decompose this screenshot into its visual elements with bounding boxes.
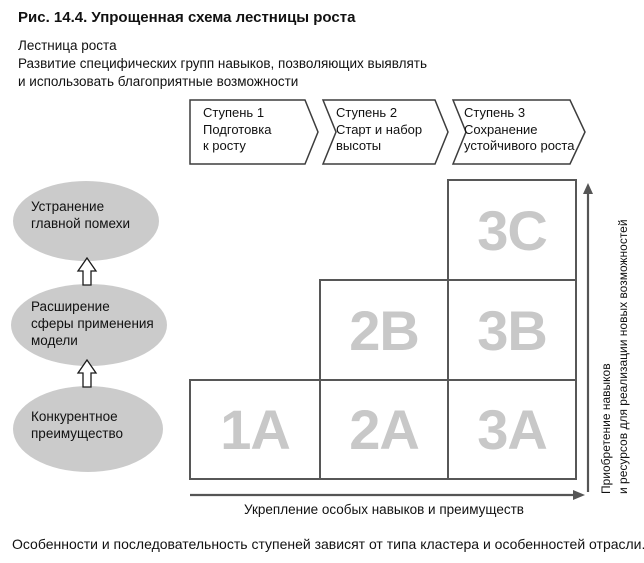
cell-3A-box [447, 379, 577, 480]
stage-banner-2: Ступень 2 Старт и набор высоты [336, 105, 422, 155]
ellipse-text-line: Конкурентное [31, 409, 118, 424]
subtitle-line: и использовать благоприятные возможности [18, 74, 299, 89]
matrix-grid [189, 179, 577, 480]
y-axis-label: Приобретение навыков и ресурсов для реал… [598, 182, 632, 494]
stage-banners [189, 99, 586, 165]
y-axis-label-line: и ресурсов для реализации новых возможно… [616, 219, 630, 494]
stage-name: Ступень 3 [464, 105, 526, 120]
stage-banner-3-shape [451, 99, 586, 165]
stage-banner-1-shape [189, 99, 319, 165]
stage-desc-line: Старт и набор [336, 121, 423, 137]
ellipse-text-line: модели [31, 333, 78, 348]
matrix-cell-3C: 3C [477, 198, 548, 262]
stage-banner-1: Ступень 1 Подготовка к росту [203, 105, 271, 155]
x-axis-arrowhead-icon [573, 490, 585, 500]
ellipse-expansion [11, 284, 167, 366]
ellipse-text-line: сферы применения [31, 316, 154, 331]
up-arrow-icon [76, 256, 98, 286]
matrix-cell-2B: 2B [349, 298, 420, 362]
stage-desc-line: Подготовка [203, 121, 272, 137]
ellipse-obstacle [13, 181, 159, 261]
subtitle-line: Развитие специфических групп навыков, по… [18, 56, 428, 71]
ellipse-text-line: Устранение [31, 199, 105, 214]
stage-banner-3: Ступень 3 Сохранение устойчивого роста [464, 105, 574, 155]
matrix-cell-1A: 1A [220, 398, 291, 461]
up-arrow-icon [76, 358, 98, 388]
ladder-ellipses [11, 181, 167, 472]
figure-caption: Рис. 14.4. Упрощенная схема лестницы рос… [18, 9, 356, 26]
figure-footnote: Особенности и последовательность ступене… [12, 536, 644, 552]
ellipse-text-line: главной помехи [31, 216, 131, 231]
stage-desc-line: устойчивого роста [464, 138, 575, 153]
figure-subtitle: Лестница роста Развитие специфических гр… [18, 37, 427, 91]
x-axis-label: Укрепление особых навыков и преимуществ [244, 502, 524, 517]
stage-desc-line: к росту [203, 138, 246, 153]
y-axis-arrowhead-icon [583, 183, 593, 194]
stage-name: Ступень 2 [336, 105, 398, 120]
axes [190, 183, 593, 500]
matrix-cell-3A: 3A [477, 398, 548, 461]
ellipse-advantage [13, 386, 163, 472]
stage-banner-2-shape [321, 99, 449, 165]
ellipse-text-line: Расширение [31, 299, 110, 314]
ellipse-advantage-label: Конкурентное преимущество [31, 408, 123, 442]
ellipse-expansion-label: Расширение сферы применения модели [31, 298, 154, 349]
matrix-cell-3B: 3B [477, 298, 548, 362]
y-axis-label-line: Приобретение навыков [599, 363, 613, 494]
stage-name: Ступень 1 [203, 105, 265, 120]
ellipse-obstacle-label: Устранение главной помехи [31, 198, 130, 232]
subtitle-line: Лестница роста [18, 38, 117, 53]
ladder-up-arrows [76, 256, 98, 388]
matrix-cell-2A: 2A [349, 398, 420, 461]
ellipse-text-line: преимущество [31, 426, 123, 441]
stage-desc-line: высоты [336, 138, 382, 153]
stage-desc-line: Сохранение [464, 121, 538, 137]
